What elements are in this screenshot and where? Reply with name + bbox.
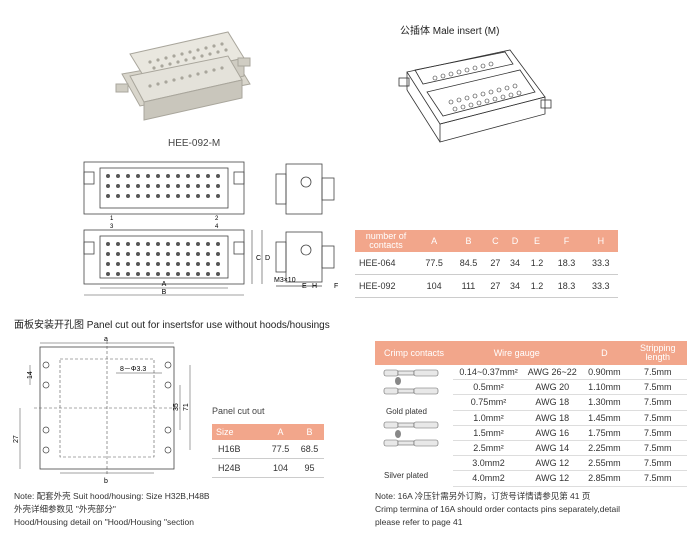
dim-b-label: B <box>162 289 167 296</box>
spec-header-b: B <box>451 230 486 252</box>
note-left-line-1: Note: 配套外壳 Suit hood/housing: Size H32B,… <box>14 491 210 501</box>
silver-plated-label: Silver plated <box>384 471 428 480</box>
panel-cut-header-row: Size A B <box>212 424 324 440</box>
pin-label-4: 4 <box>215 224 219 230</box>
panel-cut-table: Size A B H16B 77.5 68.5 H24B 104 95 <box>212 424 324 478</box>
pin-label-2: 2 <box>215 216 219 222</box>
cutout-d27-label: 27 <box>13 435 20 443</box>
dim-c-label: C <box>256 255 261 262</box>
side-view-drawing: M3×10 E H F <box>274 163 338 290</box>
dim-e-label: E <box>302 283 307 290</box>
note-right-line-3: please refer to page 41 <box>375 517 463 527</box>
dim-d-label: D <box>265 255 270 262</box>
spec-header-d: D <box>505 230 525 252</box>
spec-header-e: E <box>524 230 550 252</box>
dim-a-label: A <box>162 281 167 288</box>
spec-header-c: C <box>485 230 506 252</box>
note-left-line-2: 外壳详细参数见 "外壳部分" <box>14 504 116 514</box>
spec-table: number of contacts A B C D E F H HEE-064… <box>355 230 618 298</box>
front-view-drawing: A B C D 1 2 3 4 <box>83 161 270 296</box>
crimp-pin-illustrations: Gold plated Silver plated <box>383 369 439 480</box>
pin-label-3: 3 <box>110 224 114 230</box>
pin-label-1: 1 <box>110 216 114 222</box>
male-insert-title: 公插体 Male insert (M) <box>400 26 500 37</box>
cutout-drawing: a b 8－Φ3.3 14 27 35 71 <box>13 336 191 485</box>
dim-h-label: H <box>312 283 317 290</box>
gold-plated-label: Gold plated <box>386 407 427 416</box>
cutout-hole-label: 8－Φ3.3 <box>120 366 146 373</box>
product-photo <box>115 31 251 121</box>
product-caption: HEE-092-M <box>168 138 221 149</box>
panel-cut-table-title: Panel cut out <box>212 406 265 416</box>
note-right-line-2: Crimp termina of 16A should order contac… <box>375 504 621 514</box>
panel-cutout-title: 面板安装开孔图 Panel cut out for insertsfor use… <box>14 320 330 331</box>
m3-label: M3×10 <box>274 277 296 284</box>
dim-f-label: F <box>334 283 338 290</box>
table-row: H16B 77.5 68.5 <box>212 440 324 459</box>
spec-header-h: H <box>583 230 618 252</box>
cutout-b-label: b <box>104 478 108 485</box>
table-row: HEE-064 77.5 84.5 27 34 1.2 18.3 33.3 <box>355 252 618 275</box>
spec-header-row: number of contacts A B C D E F H <box>355 230 618 252</box>
spec-header-contacts: number of contacts <box>355 230 417 252</box>
table-row: HEE-092 104 111 27 34 1.2 18.3 33.3 <box>355 274 618 298</box>
spec-header-a: A <box>417 230 452 252</box>
note-right-line-1: Note: 16A 冷压针需另外订购，订货号详情请参见第 41 页 <box>375 491 591 501</box>
cutout-a-label: a <box>104 336 108 343</box>
note-left-line-3: Hood/Housing detail on "Hood/Housing "se… <box>14 517 194 527</box>
crimp-header-row: Crimp contacts Wire gauge D Stripping le… <box>375 341 687 365</box>
cutout-d71-label: 71 <box>183 403 190 411</box>
cutout-d35-label: 35 <box>173 403 180 411</box>
table-row: H24B 104 95 <box>212 458 324 478</box>
notes-right: Note: 16A 冷压针需另外订购，订货号详情请参见第 41 页 Crimp … <box>375 490 695 529</box>
notes-left: Note: 配套外壳 Suit hood/housing: Size H32B,… <box>14 490 210 529</box>
male-insert-drawing <box>398 49 552 143</box>
cutout-d14-label: 14 <box>27 371 34 379</box>
spec-header-f: F <box>549 230 584 252</box>
crimp-table: Crimp contacts Wire gauge D Stripping le… <box>375 341 687 487</box>
